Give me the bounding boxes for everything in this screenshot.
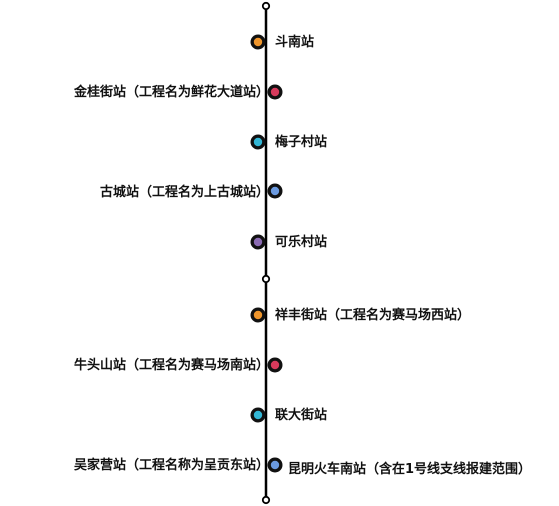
station-marker-fill-3 xyxy=(253,137,263,147)
station-marker-fill-2 xyxy=(270,87,280,97)
station-marker-fill-7 xyxy=(270,360,280,370)
station-marker-fill-10 xyxy=(270,460,280,470)
terminal-marker-top xyxy=(261,1,271,11)
station-marker-fill-4 xyxy=(270,186,280,196)
station-label-7: 牛头山站（工程名为赛马场南站） xyxy=(73,358,269,373)
station-marker-fill-5 xyxy=(253,237,263,247)
section-break-marker xyxy=(261,274,271,284)
station-markers xyxy=(250,34,283,473)
station-label-8: 联大街站 xyxy=(275,408,328,423)
station-label-6: 祥丰街站（工程名为赛马场西站） xyxy=(275,308,471,323)
terminal-marker-bottom xyxy=(261,495,271,505)
station-label-4: 古城站（工程名为上古城站） xyxy=(99,185,269,200)
station-label-10: 昆明火车南站（含在1号线支线报建范围） xyxy=(288,462,532,477)
station-label-1: 斗南站 xyxy=(275,35,315,50)
station-marker-fill-8 xyxy=(253,410,263,420)
station-label-9: 吴家营站（工程名称为呈贡东站） xyxy=(73,458,269,473)
station-label-2: 金桂街站（工程名为鲜花大道站） xyxy=(73,85,269,100)
station-marker-fill-6 xyxy=(253,310,263,320)
station-label-3: 梅子村站 xyxy=(275,135,328,150)
station-label-5: 可乐村站 xyxy=(275,235,328,250)
station-marker-fill-1 xyxy=(253,37,263,47)
